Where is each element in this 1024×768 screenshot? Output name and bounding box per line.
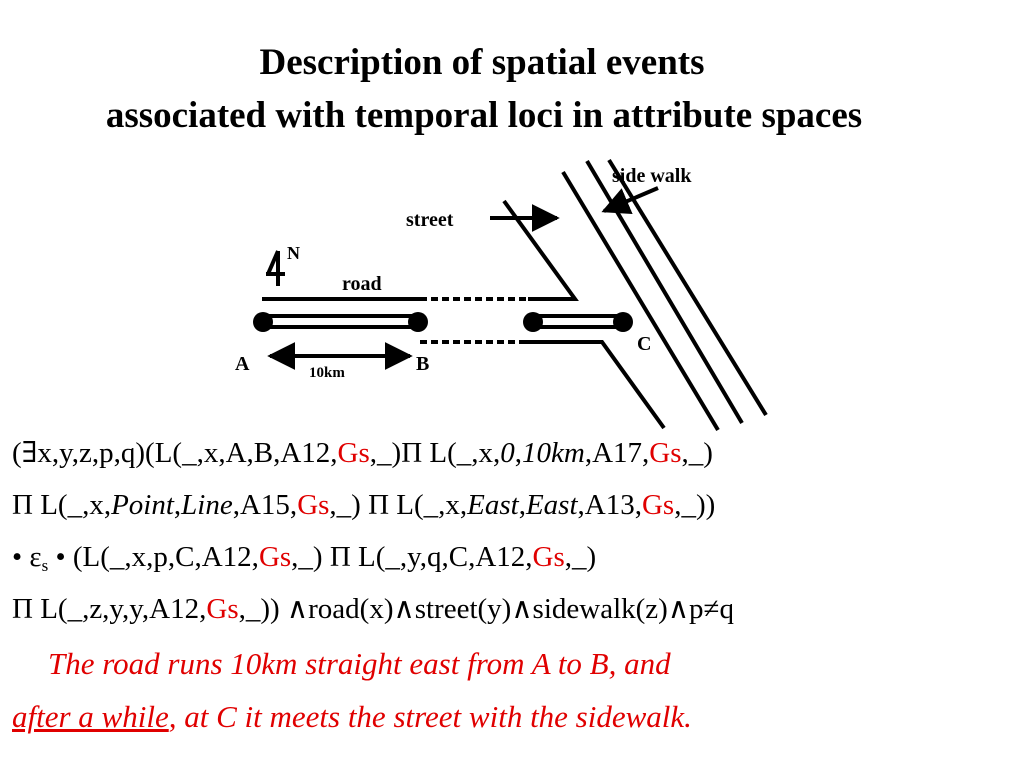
- sidewalk-pointer-arrow-icon: [601, 186, 659, 215]
- title-line-1: Description of spatial events: [259, 42, 705, 83]
- formula-line-4: Π L(_,z,y,y,A12,Gs,_)) ∧road(x)∧street(y…: [12, 593, 734, 625]
- sidewalk-line-3: [607, 158, 768, 417]
- formula-line-2: Π L(_,x,Point,Line,A15,Gs,_) Π L(_,x,Eas…: [12, 489, 716, 521]
- sidewalk-label: side walk: [612, 165, 692, 187]
- road-label: road: [342, 273, 382, 295]
- formula-line-3: • εs • (L(_,x,p,C,A12,Gs,_) Π L(_,y,q,C,…: [12, 541, 597, 575]
- point-b-label: B: [416, 353, 429, 375]
- sidewalk-line-2: [585, 159, 744, 425]
- point-a-label: A: [235, 353, 250, 375]
- point-b: [408, 312, 428, 332]
- caption-line-2: after a while, at C it meets the street …: [12, 699, 692, 734]
- caption-underlined-phrase: after a while: [12, 699, 169, 734]
- street-line-upper: [502, 199, 579, 301]
- sidewalk-line-1: [561, 170, 720, 432]
- point-mid: [523, 312, 543, 332]
- point-a: [253, 312, 273, 332]
- formula-line-1: (∃x,y,z,p,q)(L(_,x,A,B,A12,Gs,_)Π L(_,x,…: [12, 437, 713, 469]
- street-line-lower: [526, 340, 666, 430]
- caption-line-1: The road runs 10km straight east from A …: [48, 646, 671, 681]
- north-label: N: [287, 243, 300, 263]
- street-label: street: [406, 209, 454, 231]
- point-c: [613, 312, 633, 332]
- point-c-label: C: [637, 333, 651, 355]
- distance-label: 10km: [309, 365, 345, 381]
- title-line-2: associated with temporal loci in attribu…: [105, 95, 863, 136]
- spatial-diagram: side walk street road N A B C 10km: [235, 158, 768, 432]
- north-arrow-icon: [266, 250, 285, 286]
